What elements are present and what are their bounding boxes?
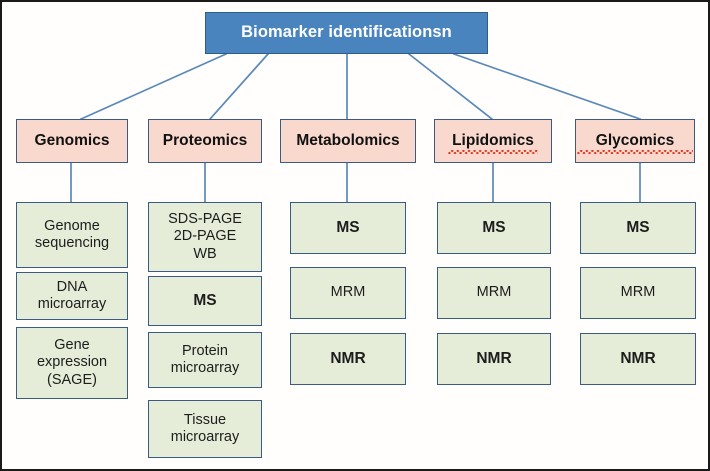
leaf-node-lipidomics-ms[interactable]: MS xyxy=(437,202,551,254)
edge-root-to-genomics xyxy=(79,52,228,121)
edge-root-to-glycomics xyxy=(452,52,642,121)
category-node-lipidomics[interactable]: Lipidomics xyxy=(434,119,552,163)
leaf-label-gene-expression-sage: Gene expression (SAGE) xyxy=(36,337,108,388)
leaf-node-metabolomics-nmr[interactable]: NMR xyxy=(290,333,406,385)
leaf-node-lipidomics-mrm[interactable]: MRM xyxy=(437,267,551,319)
leaf-node-dna-microarray[interactable]: DNA microarray xyxy=(16,272,128,320)
leaf-label-glycomics-ms: MS xyxy=(626,218,650,236)
leaf-label-dna-microarray: DNA microarray xyxy=(37,278,107,312)
category-label-metabolomics: Metabolomics xyxy=(296,131,400,149)
leaf-label-metabolomics-mrm: MRM xyxy=(330,284,366,301)
category-node-genomics[interactable]: Genomics xyxy=(16,119,128,163)
edge-root-to-lipidomics xyxy=(407,52,494,121)
leaf-label-protein-microarray: Protein microarray xyxy=(170,342,240,376)
leaf-node-glycomics-ms[interactable]: MS xyxy=(580,202,696,254)
leaf-label-genome-sequencing: Genome sequencing xyxy=(34,217,110,251)
leaf-node-protein-microarray[interactable]: Protein microarray xyxy=(148,332,262,388)
category-label-genomics: Genomics xyxy=(34,131,110,149)
leaf-node-proteomics-ms[interactable]: MS xyxy=(148,276,262,326)
leaf-label-glycomics-nmr: NMR xyxy=(620,349,656,367)
leaf-label-lipidomics-mrm: MRM xyxy=(476,284,512,301)
root-node-biomarker-identification[interactable]: Biomarker identificationsn xyxy=(205,12,488,54)
category-node-glycomics[interactable]: Glycomics xyxy=(575,119,695,163)
leaf-label-metabolomics-nmr: NMR xyxy=(330,349,366,367)
leaf-node-tissue-microarray[interactable]: Tissue microarray xyxy=(148,400,262,458)
root-node-label: Biomarker identificationsn xyxy=(241,23,452,42)
leaf-node-glycomics-mrm[interactable]: MRM xyxy=(580,267,696,319)
leaf-label-metabolomics-ms: MS xyxy=(336,218,360,236)
leaf-node-metabolomics-ms[interactable]: MS xyxy=(290,202,406,254)
leaf-node-gel-electrophoresis[interactable]: SDS-PAGE 2D-PAGE WB xyxy=(148,202,262,272)
category-node-metabolomics[interactable]: Metabolomics xyxy=(280,119,416,163)
leaf-node-glycomics-nmr[interactable]: NMR xyxy=(580,333,696,385)
leaf-label-glycomics-mrm: MRM xyxy=(620,284,656,301)
edge-root-to-proteomics xyxy=(208,52,270,121)
leaf-label-proteomics-ms: MS xyxy=(193,291,217,309)
category-label-lipidomics: Lipidomics xyxy=(448,132,538,155)
category-label-proteomics: Proteomics xyxy=(162,131,248,149)
category-label-glycomics: Glycomics xyxy=(576,132,694,155)
leaf-node-genome-sequencing[interactable]: Genome sequencing xyxy=(16,202,128,268)
leaf-node-gene-expression-sage[interactable]: Gene expression (SAGE) xyxy=(16,327,128,399)
leaf-node-metabolomics-mrm[interactable]: MRM xyxy=(290,267,406,319)
leaf-label-lipidomics-ms: MS xyxy=(482,218,506,236)
leaf-node-lipidomics-nmr[interactable]: NMR xyxy=(437,333,551,385)
leaf-label-lipidomics-nmr: NMR xyxy=(476,349,512,367)
leaf-label-tissue-microarray: Tissue microarray xyxy=(170,411,240,445)
leaf-label-gel-electrophoresis: SDS-PAGE 2D-PAGE WB xyxy=(168,211,242,262)
category-node-proteomics[interactable]: Proteomics xyxy=(148,119,262,163)
